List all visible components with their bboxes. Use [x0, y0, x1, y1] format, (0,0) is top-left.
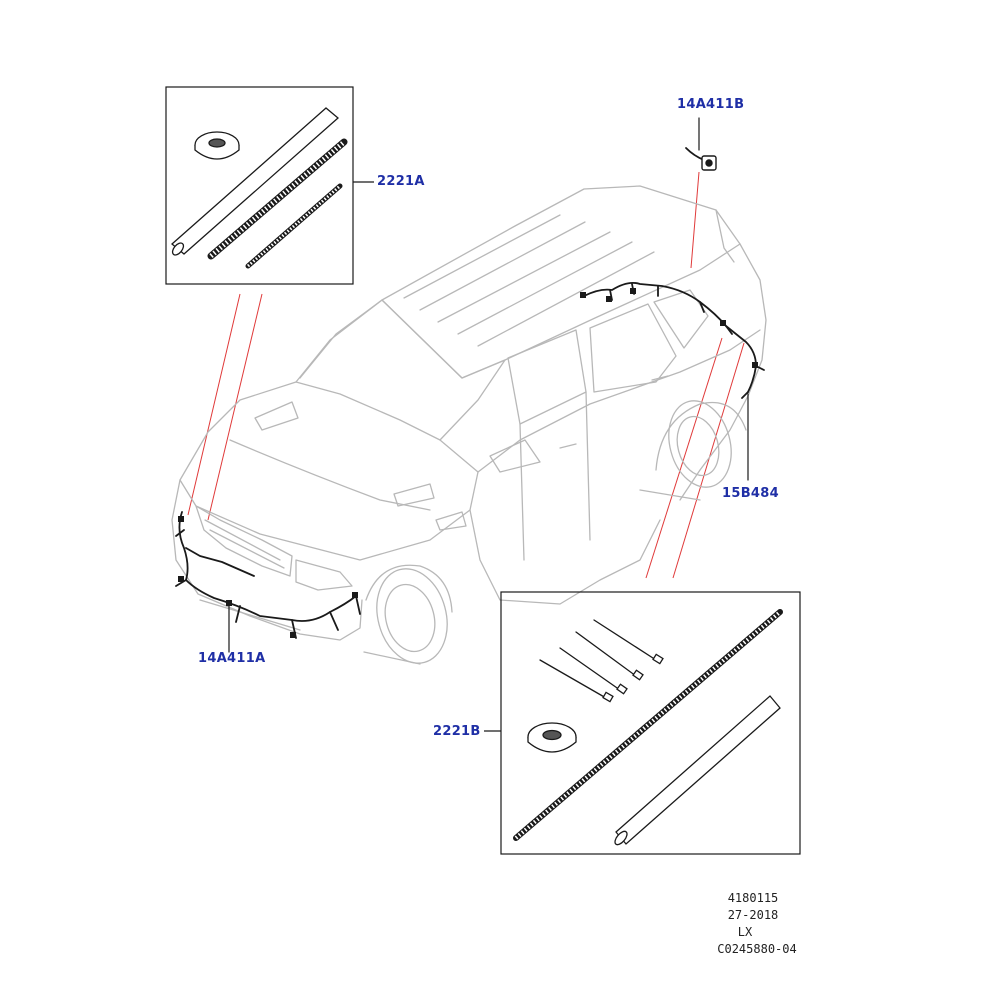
kit-box-front: [165, 86, 374, 285]
conduit-tube-icon: [171, 107, 339, 256]
reference-drawing-code: C0245880-04: [717, 942, 797, 956]
callout-harness-side: 15B484: [722, 486, 779, 501]
reference-model: LX: [737, 925, 753, 939]
cable-tie-icons: [539, 619, 664, 703]
callout-kit-front: 2221A: [377, 174, 425, 189]
grommet-icon-rear: [527, 722, 577, 753]
harness-connectors: [178, 288, 758, 638]
kit-box-rear: [484, 591, 801, 855]
reference-number: 4180115: [727, 891, 779, 905]
callout-harness-rear: 14A411B: [677, 97, 745, 112]
spiral-wrap-icon: [245, 183, 343, 269]
leader-lines: [187, 171, 745, 579]
grommet-icon: [194, 131, 240, 160]
corrugated-sleeve-icon: [207, 138, 348, 260]
corrugated-sleeve-icon-rear: [513, 609, 783, 841]
conduit-tube-icon-rear: [614, 695, 781, 846]
rear-sensor-part: [701, 155, 717, 171]
callout-harness-front: 14A411A: [198, 651, 266, 666]
reference-date: 27-2018: [727, 908, 779, 922]
callout-kit-rear: 2221B: [433, 724, 481, 739]
vehicle-outline: [171, 185, 767, 665]
wiring-harness-lines: [175, 117, 765, 653]
